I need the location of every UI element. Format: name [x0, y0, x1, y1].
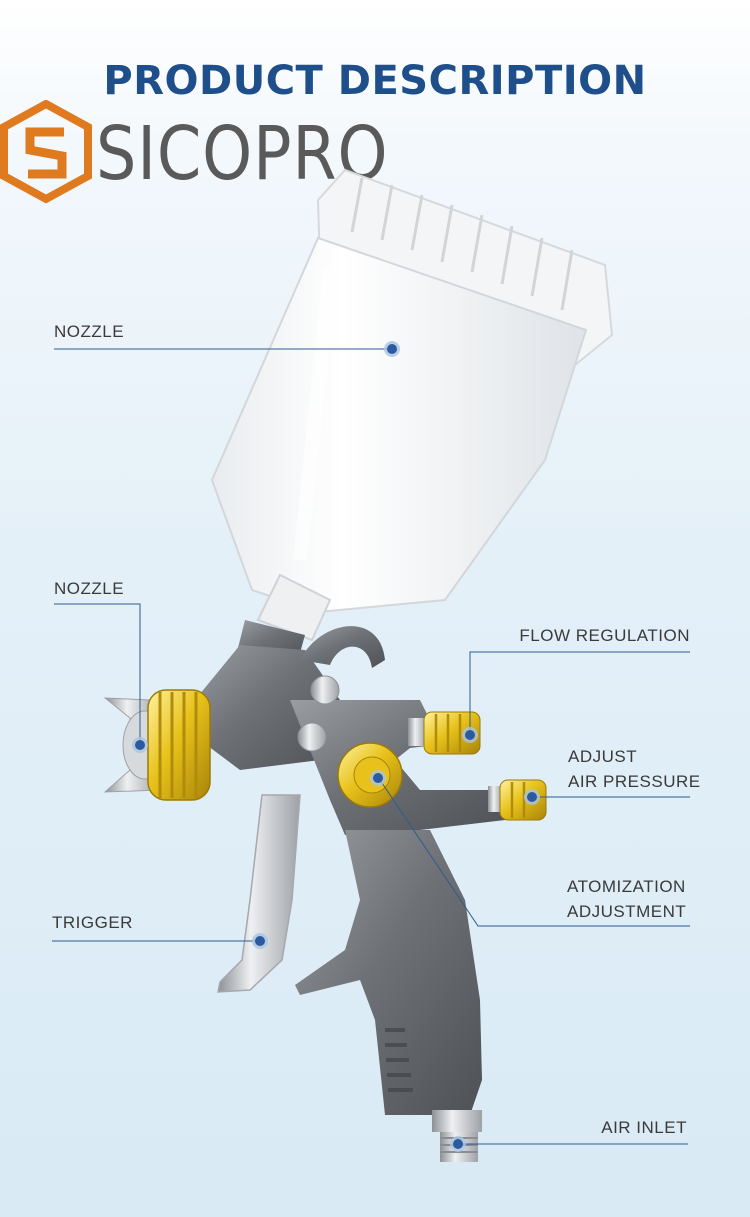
- label-flow-regulation: FLOW REGULATION: [519, 626, 690, 645]
- label-trigger: TRIGGER: [52, 913, 133, 932]
- callout-dots: [132, 341, 540, 1152]
- page-title: PRODUCT DESCRIPTION: [103, 58, 647, 104]
- label-nozzle: NOZZLE: [54, 579, 125, 598]
- label-atomization-line1: ATOMIZATION: [567, 877, 686, 896]
- label-air-inlet: AIR INLET: [601, 1118, 687, 1137]
- sicopro-logo-icon: [0, 100, 92, 204]
- trigger: [217, 794, 301, 993]
- label-cup: NOZZLE: [54, 322, 125, 341]
- callout-lines: [52, 348, 690, 1145]
- label-atomization-line2: ADJUSTMENT: [567, 902, 687, 921]
- gun-handle: [295, 830, 482, 1115]
- label-air-pressure-line2: AIR PRESSURE: [568, 772, 701, 791]
- label-air-pressure-line1: ADJUST: [568, 747, 638, 766]
